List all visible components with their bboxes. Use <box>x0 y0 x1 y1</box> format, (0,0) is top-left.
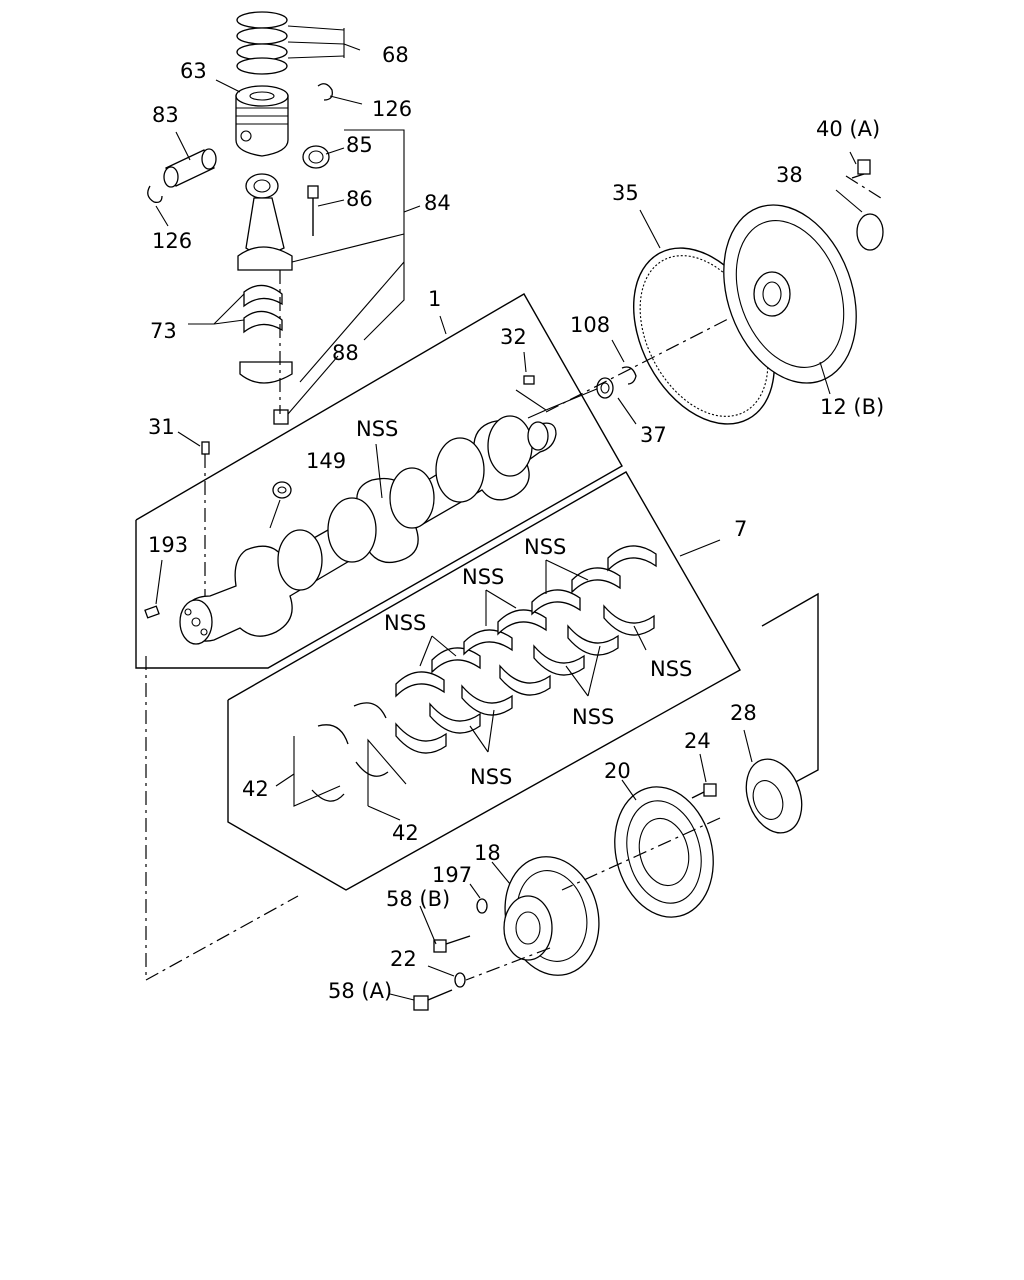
crank-front-pin <box>144 605 160 619</box>
label-7: 7 <box>734 517 747 541</box>
label-20: 20 <box>604 759 631 783</box>
main-bearing-leaders <box>275 559 647 821</box>
part-labels: 68 63 126 83 85 126 86 84 73 88 1 32 31 … <box>148 43 884 1003</box>
label-58b: 58 (B) <box>386 887 450 911</box>
label-63: 63 <box>180 59 207 83</box>
label-85: 85 <box>346 133 373 157</box>
label-37: 37 <box>640 423 667 447</box>
crankshaft-panel-frame <box>135 293 623 669</box>
label-12b: 12 (B) <box>820 395 884 419</box>
washer-22 <box>454 972 466 988</box>
gear-bolt <box>691 783 717 799</box>
crankshaft-leaders <box>155 351 605 605</box>
label-32: 32 <box>500 325 527 349</box>
flywheel-leaders <box>545 151 885 425</box>
label-nss-a: NSS <box>524 535 566 559</box>
label-86: 86 <box>346 187 373 211</box>
crank-pilot-bushing <box>272 481 292 499</box>
main-bearing-shells <box>395 545 657 754</box>
connecting-rod <box>237 173 293 271</box>
label-84: 84 <box>424 191 451 215</box>
label-7-leader <box>679 539 721 557</box>
label-18: 18 <box>474 841 501 865</box>
piston <box>235 85 289 157</box>
label-126-lower: 126 <box>152 229 192 253</box>
label-35: 35 <box>612 181 639 205</box>
label-88: 88 <box>332 341 359 365</box>
label-42-left: 42 <box>242 777 269 801</box>
crank-timing-gear <box>745 758 803 834</box>
rod-bearings <box>243 284 283 334</box>
crank-front-axis <box>145 656 299 982</box>
label-149: 149 <box>306 449 346 473</box>
label-22: 22 <box>390 947 417 971</box>
label-24: 24 <box>684 729 711 753</box>
washer-197 <box>476 898 488 914</box>
cap-nut <box>273 409 289 425</box>
front-leaders <box>389 729 753 1001</box>
label-nss-e: NSS <box>572 705 614 729</box>
piston-pin <box>163 148 217 188</box>
label-nss-b: NSS <box>462 565 504 589</box>
label-58a: 58 (A) <box>328 979 392 1003</box>
pin-bushing <box>302 145 330 169</box>
label-nss-crankshaft: NSS <box>356 417 398 441</box>
flywheel-bolt <box>851 159 871 179</box>
label-83: 83 <box>152 103 179 127</box>
label-73: 73 <box>150 319 177 343</box>
label-nss-c: NSS <box>384 611 426 635</box>
label-126-upper: 126 <box>372 97 412 121</box>
piston-leaders <box>155 25 421 415</box>
label-68: 68 <box>382 43 409 67</box>
rod-cap <box>239 361 293 384</box>
label-193: 193 <box>148 533 188 557</box>
label-108: 108 <box>570 313 610 337</box>
crankshaft <box>179 415 557 645</box>
label-nss-d: NSS <box>650 657 692 681</box>
label-nss-f: NSS <box>470 765 512 789</box>
crank-gear-key <box>523 375 535 385</box>
label-1-leader <box>439 315 447 335</box>
thrust-washers <box>311 702 389 802</box>
piston-rings <box>236 11 288 75</box>
label-40a: 40 (A) <box>816 117 880 141</box>
snap-ring-lower <box>147 185 163 204</box>
crank-dowel-top <box>201 441 210 596</box>
label-28: 28 <box>730 701 757 725</box>
main-bearing-panel-frame <box>227 471 741 891</box>
crank-pulley <box>503 856 600 976</box>
pulley-bolt-b <box>433 935 471 953</box>
label-1: 1 <box>428 287 441 311</box>
label-38: 38 <box>776 163 803 187</box>
pilot-bearing <box>596 377 614 399</box>
label-42-right: 42 <box>392 821 419 845</box>
rod-bolt <box>307 185 319 236</box>
snap-ring-upper <box>317 83 333 101</box>
damper-pulley <box>614 786 714 918</box>
label-31: 31 <box>148 415 175 439</box>
label-197: 197 <box>432 863 472 887</box>
pulley-bolt-a <box>413 989 453 1011</box>
flywheel <box>723 204 857 384</box>
flywheel-washer-plate <box>856 213 884 251</box>
